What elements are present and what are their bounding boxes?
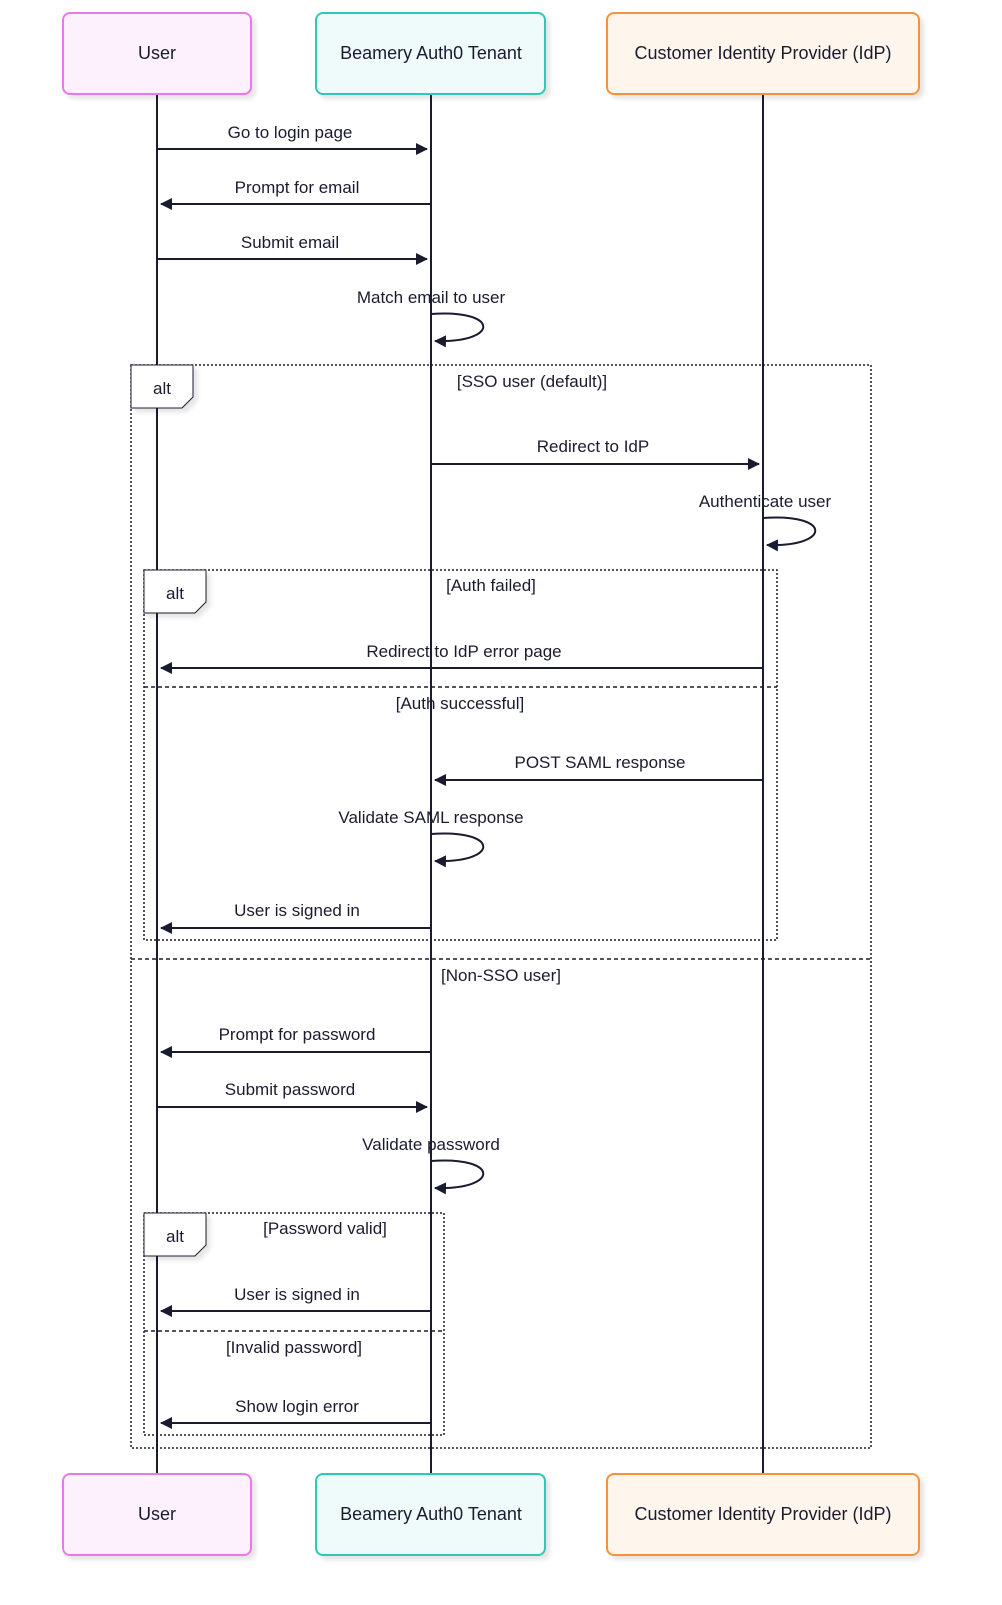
message-label: User is signed in xyxy=(234,1285,360,1304)
message-label: Validate SAML response xyxy=(338,808,523,827)
message-redirect-to-idp: Redirect to IdP xyxy=(431,437,760,470)
message-prompt-for-password: Prompt for password xyxy=(160,1025,431,1058)
participant-label: Beamery Auth0 Tenant xyxy=(340,43,522,63)
fragment-kind-label: alt xyxy=(153,379,171,398)
message-post-saml-response: POST SAML response xyxy=(434,753,763,786)
alt-fragment-auth: alt [Auth failed] [Auth successful] xyxy=(143,569,778,941)
participant-auth0-bottom: Beamery Auth0 Tenant xyxy=(315,1473,546,1556)
message-label: Submit email xyxy=(241,233,339,252)
message-label: Submit password xyxy=(225,1080,355,1099)
message-go-to-login-page: Go to login page xyxy=(157,123,428,155)
message-submit-email: Submit email xyxy=(157,233,428,265)
message-redirect-to-idp-error-page: Redirect to IdP error page xyxy=(160,642,763,674)
message-validate-password: Validate password xyxy=(362,1135,500,1195)
message-label: Prompt for email xyxy=(235,178,360,197)
fragment-condition: [SSO user (default)] xyxy=(457,372,607,391)
participant-label: User xyxy=(138,43,176,63)
alt-fragment-password: alt [Password valid] [Invalid password] xyxy=(143,1212,445,1436)
message-submit-password: Submit password xyxy=(157,1080,428,1113)
message-prompt-for-email: Prompt for email xyxy=(160,178,431,210)
fragment-tag xyxy=(143,1212,207,1257)
message-match-email-to-user: Match email to user xyxy=(357,288,506,348)
participant-user-bottom: User xyxy=(62,1473,252,1556)
message-label: Go to login page xyxy=(228,123,353,142)
message-label: Redirect to IdP xyxy=(537,437,649,456)
message-show-login-error: Show login error xyxy=(160,1397,431,1429)
fragment-condition: [Password valid] xyxy=(263,1219,387,1238)
fragment-condition: [Non-SSO user] xyxy=(441,966,561,985)
fragment-condition: [Invalid password] xyxy=(226,1338,362,1357)
participant-label: Customer Identity Provider (IdP) xyxy=(634,43,891,63)
alt-fragment-sso: alt [SSO user (default)] [Non-SSO user] xyxy=(130,364,872,1449)
message-label: Redirect to IdP error page xyxy=(366,642,561,661)
message-label: Prompt for password xyxy=(219,1025,376,1044)
message-user-is-signed-in-password: User is signed in xyxy=(160,1285,431,1317)
message-label: User is signed in xyxy=(234,901,360,920)
participant-label: Customer Identity Provider (IdP) xyxy=(634,1504,891,1524)
participant-label: Beamery Auth0 Tenant xyxy=(340,1504,522,1524)
fragment-kind-label: alt xyxy=(166,584,184,603)
message-label: Validate password xyxy=(362,1135,500,1154)
message-label: Match email to user xyxy=(357,288,506,307)
participant-label: User xyxy=(138,1504,176,1524)
message-user-is-signed-in-sso: User is signed in xyxy=(160,901,431,934)
message-label: Show login error xyxy=(235,1397,359,1416)
message-label: POST SAML response xyxy=(514,753,685,772)
fragment-condition: [Auth successful] xyxy=(396,694,525,713)
participant-idp-top: Customer Identity Provider (IdP) xyxy=(606,12,920,95)
message-validate-saml-response: Validate SAML response xyxy=(338,808,524,868)
participant-user-top: User xyxy=(62,12,252,95)
fragment-tag xyxy=(130,364,194,409)
participant-idp-bottom: Customer Identity Provider (IdP) xyxy=(606,1473,920,1556)
message-authenticate-user: Authenticate user xyxy=(699,492,832,552)
message-label: Authenticate user xyxy=(699,492,832,511)
fragment-condition: [Auth failed] xyxy=(446,576,536,595)
fragment-tag xyxy=(143,569,207,614)
participant-auth0-top: Beamery Auth0 Tenant xyxy=(315,12,546,95)
fragment-kind-label: alt xyxy=(166,1227,184,1246)
